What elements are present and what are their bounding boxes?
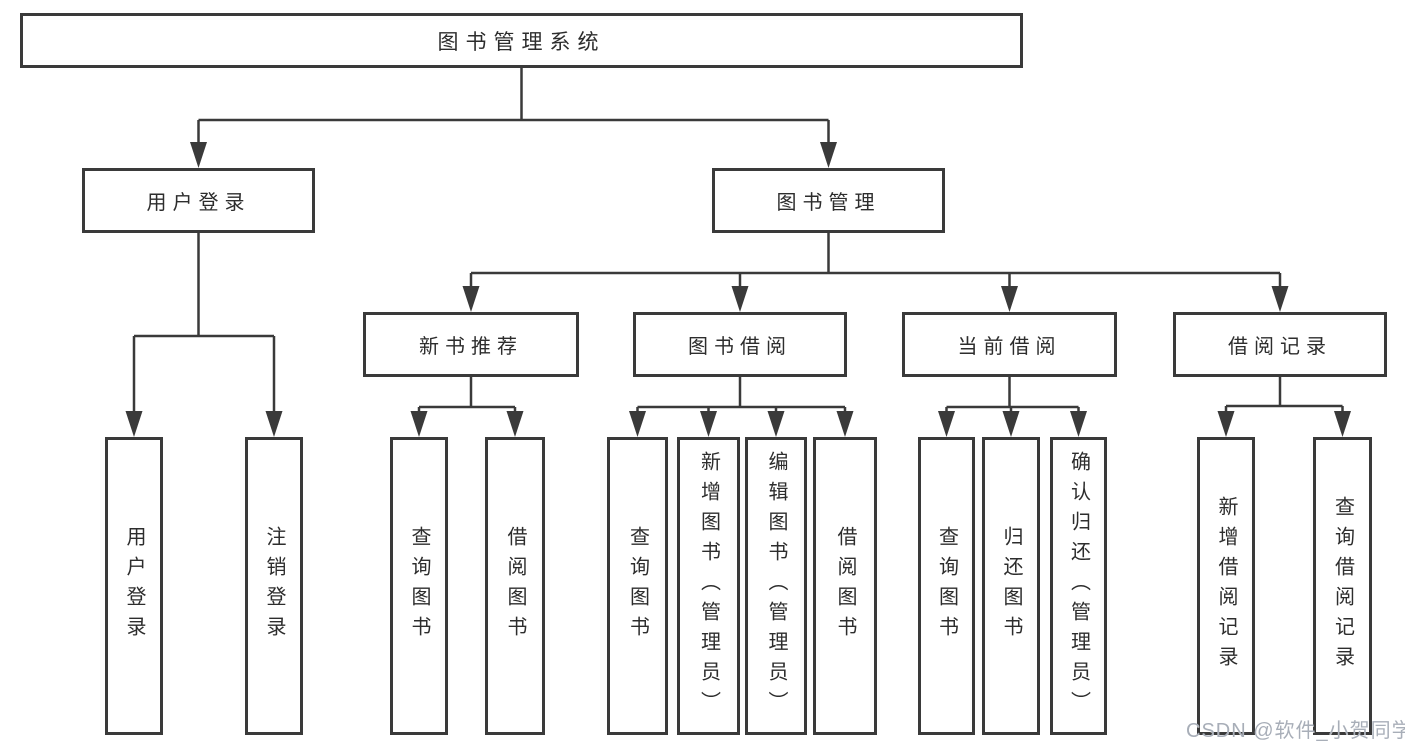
node-new-book-recommendation: 新书推荐	[363, 312, 579, 377]
node-leaf-label: 查询借阅记录	[1331, 496, 1354, 676]
node-leaf-label: 查询图书	[935, 526, 958, 646]
node-current-borrowing: 当前借阅	[902, 312, 1117, 377]
node-leaf-label: 借阅图书	[834, 526, 856, 646]
node-leaf-query-books: 查询图书	[607, 437, 668, 735]
node-library-management-system: 图书管理系统	[20, 13, 1023, 68]
node-leaf-query-books: 查询图书	[390, 437, 448, 735]
node-leaf-user-login: 用户登录	[105, 437, 163, 735]
node-leaf-label: 查询图书	[408, 526, 430, 646]
node-leaf-confirm-return-admin: 确认归还（管理员）	[1050, 437, 1107, 735]
node-book-management: 图书管理	[712, 168, 945, 233]
node-leaf-label: 用户登录	[123, 526, 145, 646]
node-leaf-label: 确认归还（管理员）	[1067, 451, 1090, 721]
node-leaf-borrow-books: 借阅图书	[813, 437, 877, 735]
node-book-borrowing: 图书借阅	[633, 312, 847, 377]
node-leaf-label: 借阅图书	[504, 526, 526, 646]
node-leaf-add-borrow-record: 新增借阅记录	[1197, 437, 1255, 735]
node-leaf-query-books: 查询图书	[918, 437, 975, 735]
node-leaf-label: 查询图书	[626, 526, 649, 646]
node-leaf-borrow-books: 借阅图书	[485, 437, 545, 735]
node-leaf-logout: 注销登录	[245, 437, 303, 735]
node-leaf-label: 编辑图书（管理员）	[765, 451, 787, 721]
node-user-login: 用户登录	[82, 168, 315, 233]
csdn-watermark: CSDN @软件_小贺同学	[1186, 720, 1405, 742]
node-leaf-add-books-admin: 新增图书（管理员）	[677, 437, 740, 735]
node-leaf-label: 新增图书（管理员）	[697, 451, 720, 721]
node-leaf-return-books: 归还图书	[982, 437, 1040, 735]
node-leaf-label: 归还图书	[1000, 526, 1022, 646]
node-leaf-edit-books-admin: 编辑图书（管理员）	[745, 437, 807, 735]
node-leaf-label: 新增借阅记录	[1215, 496, 1237, 676]
node-borrowing-records: 借阅记录	[1173, 312, 1387, 377]
node-leaf-label: 注销登录	[263, 526, 285, 646]
node-leaf-query-borrow-record: 查询借阅记录	[1313, 437, 1372, 735]
